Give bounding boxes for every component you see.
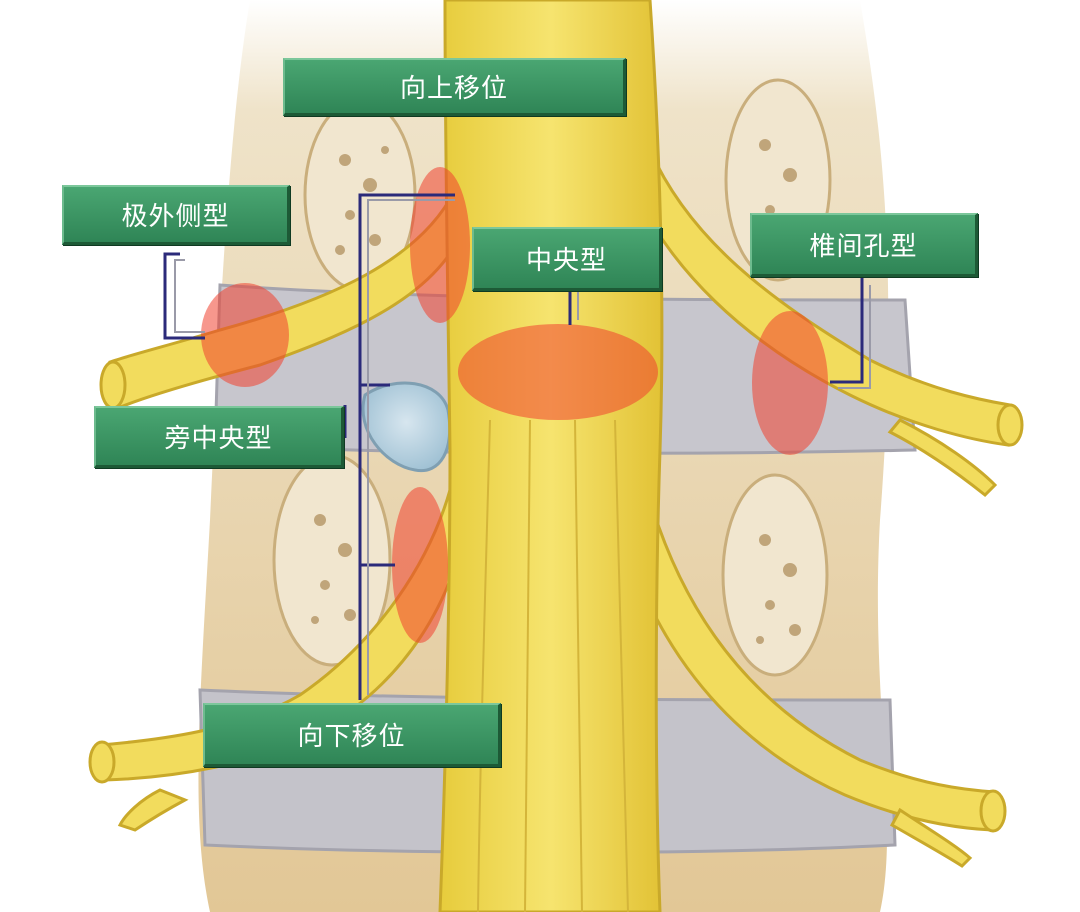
zone-central: [458, 324, 658, 420]
label-downward-displacement: 向下移位: [203, 703, 501, 767]
herniation-zones: [201, 167, 828, 643]
leader-brackets: [163, 193, 864, 700]
label-far-lateral: 极外侧型: [62, 185, 290, 245]
zone-upward: [410, 167, 470, 323]
spinal-cord: [438, 0, 664, 912]
zone-far-lateral: [201, 283, 289, 387]
herniated-fragment: [361, 381, 452, 473]
leader-brackets-light: [174, 199, 871, 695]
label-foraminal: 椎间孔型: [750, 213, 978, 277]
bone-texture: [311, 139, 801, 644]
label-paracentral: 旁中央型: [94, 406, 344, 468]
zone-foraminal: [752, 311, 828, 455]
cord-fibers: [477, 419, 629, 912]
zone-downward: [392, 487, 448, 643]
label-central: 中央型: [472, 227, 662, 291]
label-upward-displacement: 向上移位: [283, 58, 626, 116]
